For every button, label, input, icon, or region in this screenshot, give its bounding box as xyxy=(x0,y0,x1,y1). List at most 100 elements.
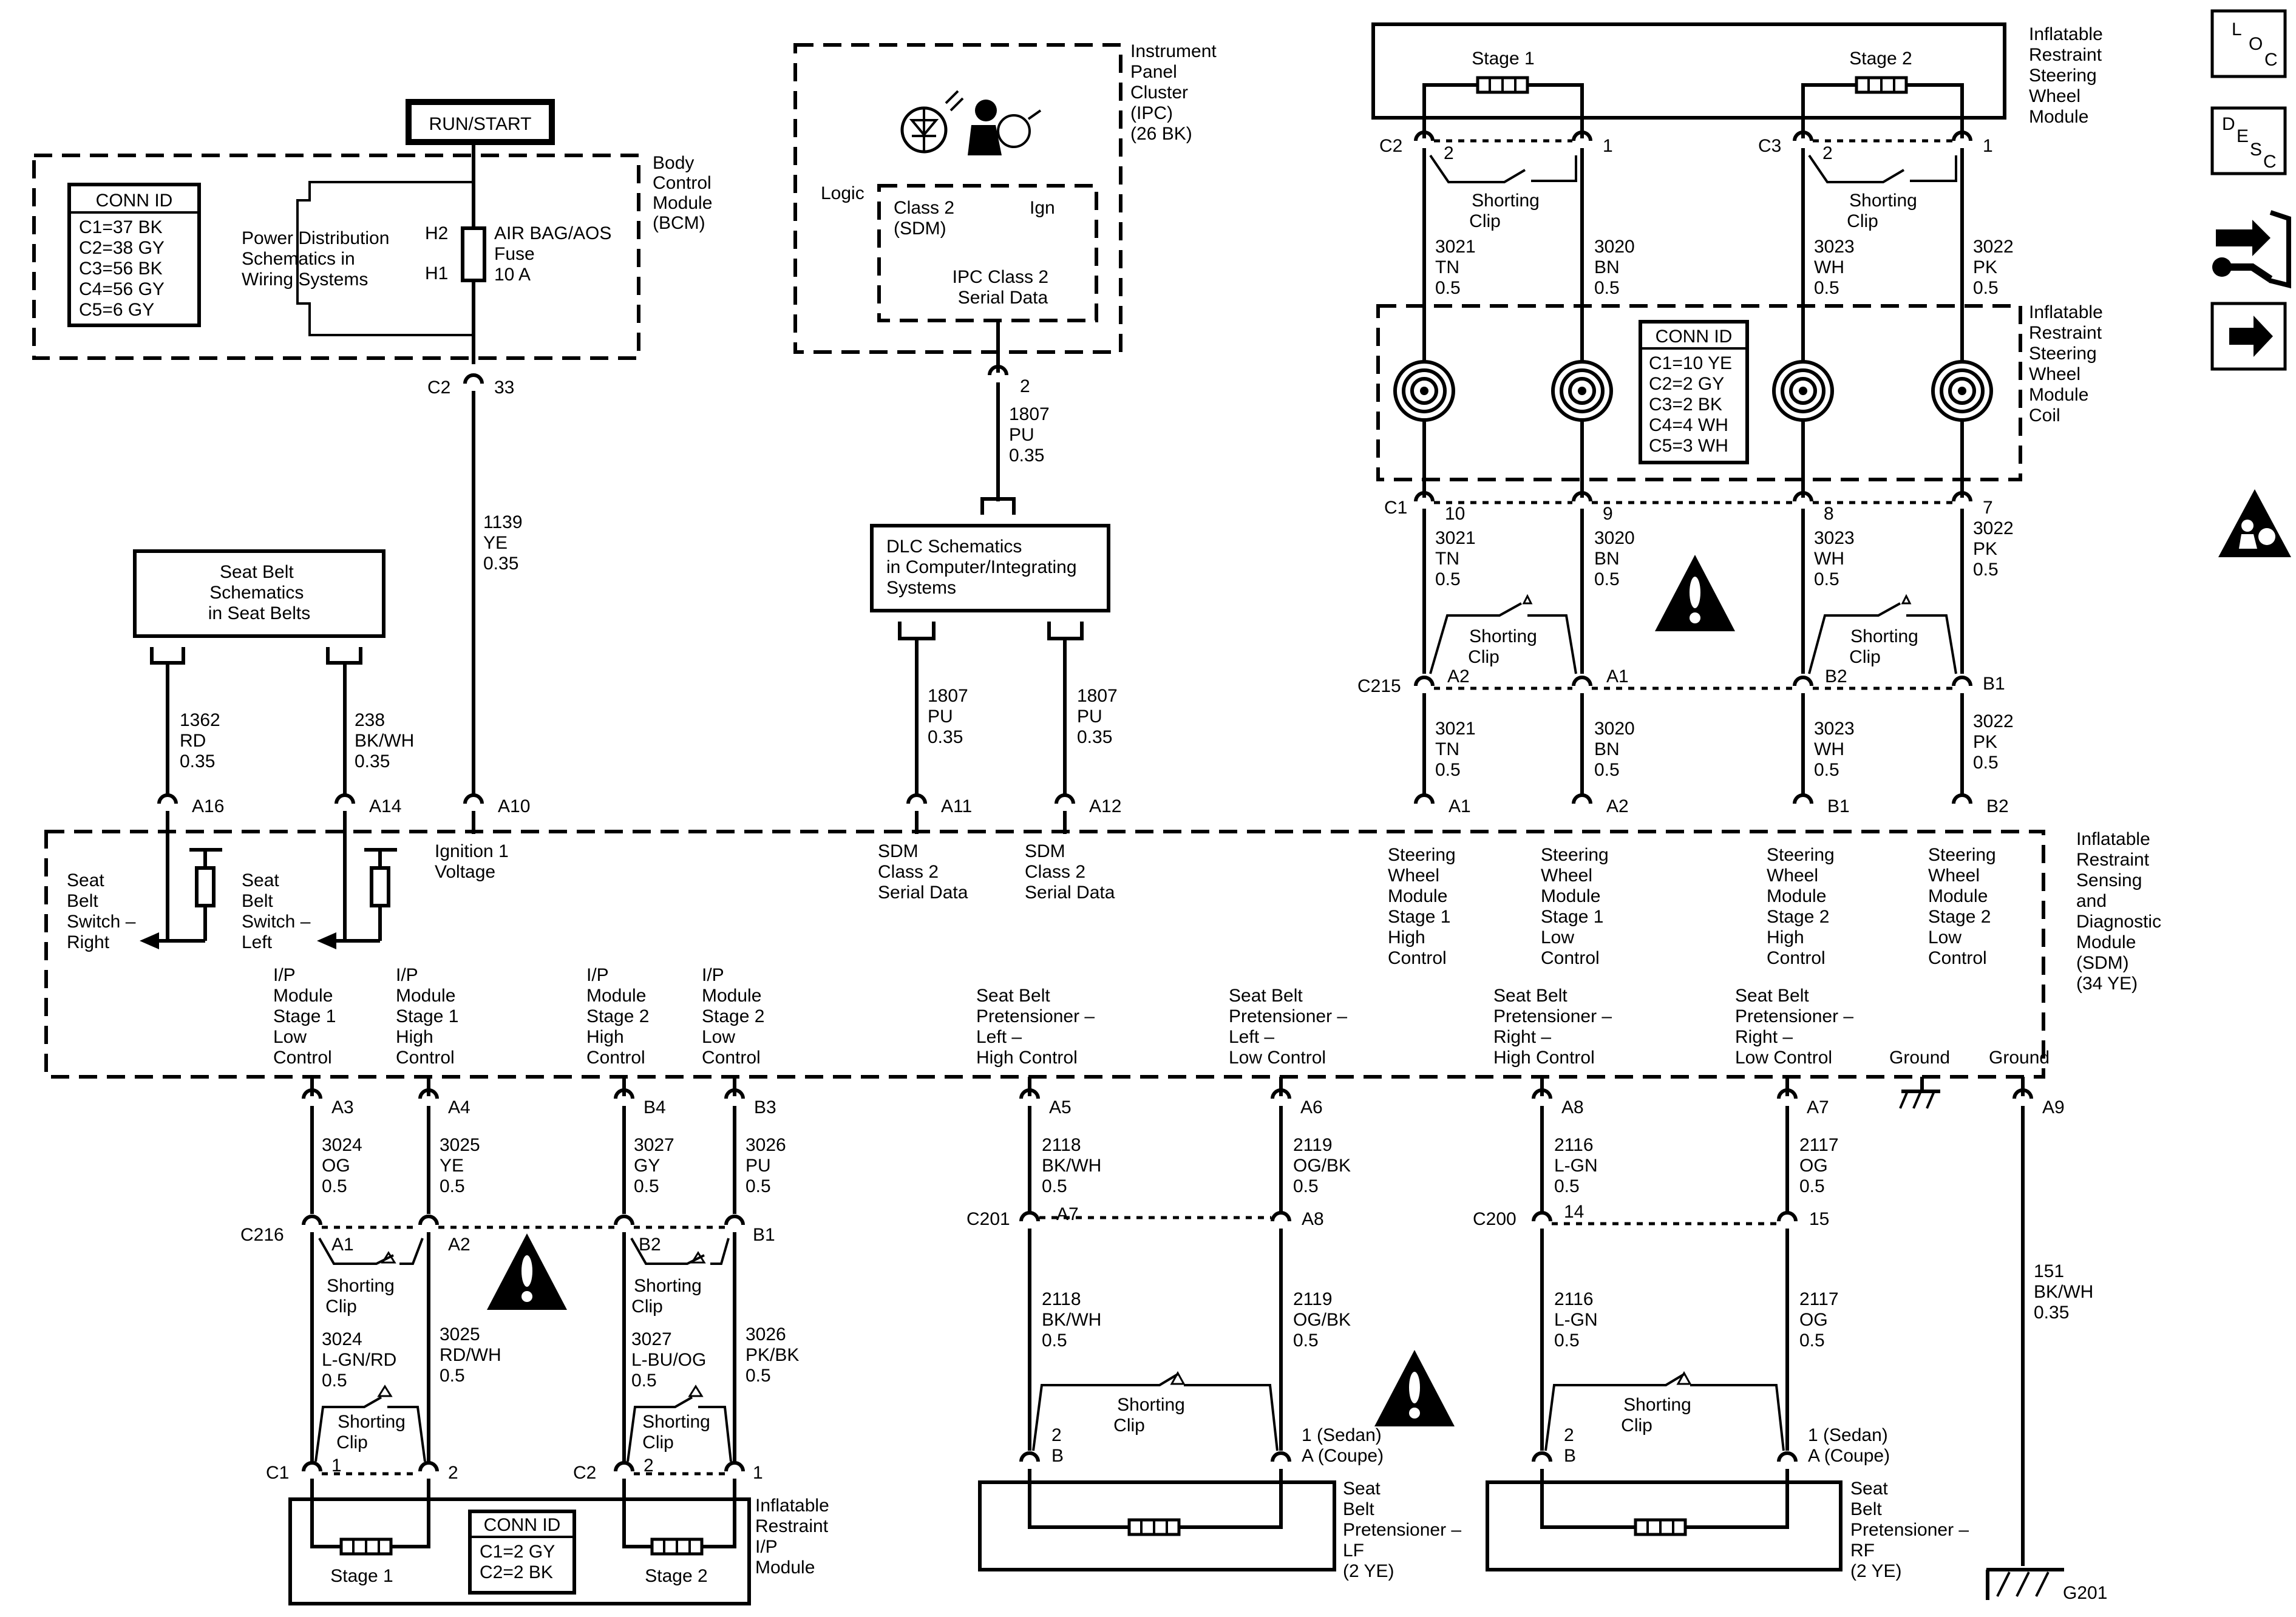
svg-text:L: L xyxy=(2232,19,2242,39)
svg-text:C1=10 YE C2=2 GY C: C1=10 YE C2=2 GY C3=2 BK C4=4 WH C5=3 WH xyxy=(1649,353,1737,456)
svg-text:A7: A7 xyxy=(1807,1097,1829,1117)
svg-text:Ign: Ign xyxy=(1030,198,1055,218)
svg-text:B1: B1 xyxy=(1983,674,2005,694)
svg-text:E: E xyxy=(2237,126,2249,146)
svg-text:G201: G201 xyxy=(2063,1583,2107,1603)
svg-text:A2: A2 xyxy=(1447,666,1470,686)
seatbelt-schematics-ref[interactable] xyxy=(133,549,385,638)
svg-text:1 (Sedan)A (Coupe): 1 (Sedan)A (Coupe) xyxy=(1808,1425,1890,1466)
svg-text:C: C xyxy=(2263,152,2277,172)
svg-text:C2: C2 xyxy=(573,1463,596,1483)
svg-text:15: 15 xyxy=(1809,1209,1829,1229)
svg-text:H2: H2 xyxy=(425,223,448,243)
warning-icon xyxy=(1374,1350,1455,1426)
svg-text:C200: C200 xyxy=(1473,1209,1517,1229)
svg-text:A7: A7 xyxy=(1056,1204,1079,1224)
ip-module-title: Inflatable Restraint I/P Module xyxy=(755,1496,834,1578)
svg-text:A8: A8 xyxy=(1561,1097,1584,1117)
svg-text:A4: A4 xyxy=(448,1097,470,1117)
power-distribution-ref[interactable]: Power Distribution Schematics in Wiring … xyxy=(242,228,395,290)
svg-text:2: 2 xyxy=(1444,143,1454,163)
svg-text:A6: A6 xyxy=(1300,1097,1323,1117)
svg-text:Stage 2: Stage 2 xyxy=(1849,49,1912,69)
wire-238: 238 BK/WH 0.35 xyxy=(355,710,419,771)
svg-text:CONN ID: CONN ID xyxy=(1656,327,1733,347)
svg-text:B1: B1 xyxy=(753,1225,775,1245)
svg-text:7: 7 xyxy=(1983,498,1993,518)
svg-text:B2: B2 xyxy=(639,1235,661,1255)
fuse-label: AIR BAG/AOS Fuse 10 A xyxy=(494,223,617,285)
desc-button[interactable]: D E S C xyxy=(2210,106,2287,175)
svg-text:A9: A9 xyxy=(2042,1097,2065,1117)
arrow-right-icon[interactable] xyxy=(2210,302,2287,371)
sdm-section: Inflatable Restraint Sensing and Diagnos… xyxy=(44,795,2161,1117)
svg-text:C2: C2 xyxy=(427,378,450,398)
ipc-section: Instrument Panel Cluster (IPC) (26 BK) L… xyxy=(793,41,1217,795)
svg-text:A10: A10 xyxy=(498,796,530,816)
svg-text:C3: C3 xyxy=(1758,136,1781,156)
bcm-title: Body Control Module (BCM) xyxy=(653,153,718,233)
svg-text:Class 2 (SDM): Class 2 (SDM) xyxy=(894,198,959,239)
airbag-lamp-icon xyxy=(900,90,964,154)
svg-text:Ground: Ground xyxy=(1989,1048,2050,1068)
svg-text:Seat Belt Schematics: Seat Belt Schematics in Seat Belts xyxy=(208,562,310,623)
svg-text:DLC Schematics in Comput: DLC Schematics in Computer/Integrating S… xyxy=(886,537,1082,598)
svg-text:2B: 2B xyxy=(1564,1425,1576,1466)
bcm-conn-ids: C1=37 BK C2=38 GY C3=56 BK C4=56 GY C5=6… xyxy=(79,217,169,320)
ground-g201-icon xyxy=(1986,1568,2064,1600)
svg-text:1: 1 xyxy=(1983,136,1993,156)
bcm-conn-id-title: CONN ID xyxy=(96,191,173,211)
svg-text:33: 33 xyxy=(494,378,514,398)
steering-module-title: Inflatable Restraint Steering Wheel Modu… xyxy=(2029,24,2108,127)
svg-text:B3: B3 xyxy=(754,1097,776,1117)
svg-text:C201: C201 xyxy=(966,1209,1010,1229)
sdm-top-pins: A16 A14 A10 A11 A12 A1 A2 B1 B2 xyxy=(159,795,2009,816)
airbag-person-icon xyxy=(968,100,1042,155)
loc-button[interactable]: L O C xyxy=(2210,9,2287,78)
svg-text:C1: C1 xyxy=(1384,498,1407,518)
connector-tools-icon[interactable] xyxy=(2212,210,2291,289)
svg-text:8: 8 xyxy=(1824,504,1834,524)
svg-text:CONN ID: CONN ID xyxy=(484,1515,561,1535)
svg-text:14: 14 xyxy=(1564,1202,1584,1222)
dlc-schematics-ref[interactable] xyxy=(870,524,1110,612)
svg-text:Stage 1: Stage 1 xyxy=(330,1566,393,1586)
svg-text:D: D xyxy=(2222,114,2235,134)
